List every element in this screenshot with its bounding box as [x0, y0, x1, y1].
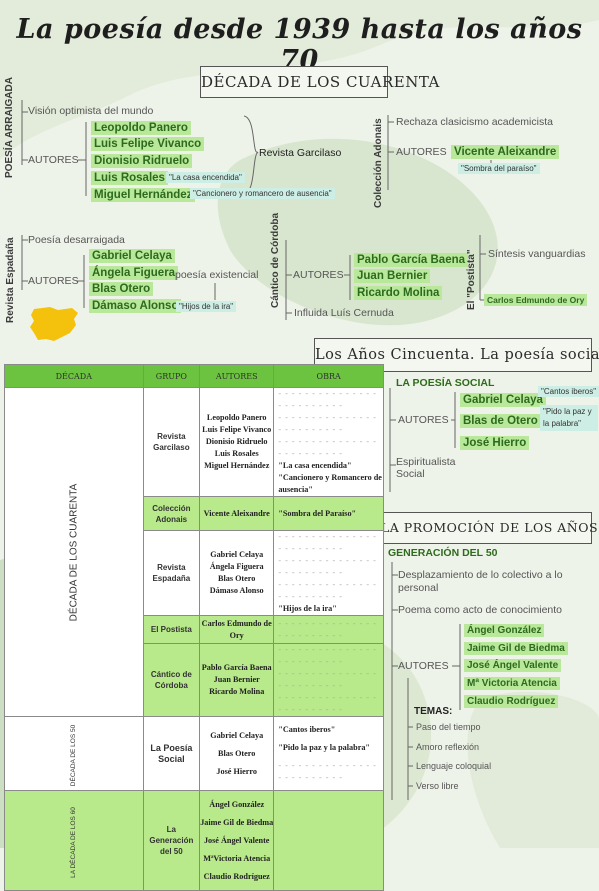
author-ricardo-molina: Ricardo Molina	[354, 286, 443, 300]
work-hijos-ira: "Hijos de la ira"	[176, 301, 237, 312]
cantico-influida: Influida Luís Cernuda	[294, 307, 394, 319]
label-cantico-cordoba: Cántico de Córdoba	[270, 212, 281, 308]
author-luis-felipe-vivanco: Luis Felipe Vivanco	[91, 137, 205, 151]
adonais-autores-label: AUTORES	[396, 146, 447, 158]
tema-verso-libre: Verso libre	[416, 781, 459, 791]
section-header-sesenta: LA PROMOCIÓN DE LOS AÑOS 60	[380, 512, 599, 544]
section-header-cuarenta: DÉCADA DE LOS CUARENTA	[200, 66, 439, 98]
works-cell-cantico: - - - - - - - - - - - - - - - - - - - - …	[273, 643, 384, 717]
table-row: Revista Espadaña Gabriel Celaya Ángela F…	[4, 530, 384, 616]
author-gabriel-celaya: Gabriel Celaya	[89, 249, 175, 263]
table-header-obra: OBRA	[273, 364, 384, 388]
label-revista-espadana: Revista Espadaña	[5, 237, 16, 323]
page-title: La poesía desde 1939 hasta los años 70	[16, 14, 583, 76]
work-casa-encendida: "La casa encendida"	[166, 172, 245, 183]
author-miguel-hernandez: Miguel Hernández	[91, 188, 196, 202]
adonais-rechaza: Rechaza clasicismo academicista	[396, 116, 553, 128]
works-cell-garcilaso: - - - - - - - - - - - - - - - - - - - - …	[273, 387, 384, 497]
authors-cell-adonais: Vicente Aleixandre	[199, 496, 275, 531]
tema-paso-tiempo: Paso del tiempo	[416, 722, 481, 732]
author-luis-rosales: Luis Rosales	[91, 171, 168, 185]
label-postista: El "Postista"	[466, 249, 477, 310]
author-juan-bernier: Juan Bernier	[354, 269, 431, 283]
work-cancionero: "Cancionero y romancero de ausencia"	[190, 188, 335, 199]
gen-author-claudio-rodriguez: Claudio Rodríguez	[464, 695, 559, 708]
social-author-blas-otero: Blas de Otero	[460, 414, 541, 428]
author-angela-figuera: Ángela Figuera	[89, 266, 179, 280]
gen-author-jose-angel-valente: José Ángel Valente	[464, 659, 562, 672]
table-header-autores: AUTORES	[199, 364, 275, 388]
table-header-decada: DÉCADA	[4, 364, 144, 388]
summary-table: DÉCADA GRUPO AUTORES OBRA DÉCADA DE LOS …	[4, 364, 384, 891]
label-coleccion-adonais: Colección Adonais	[373, 118, 384, 208]
espadana-desarraigada: Poesía desarraigada	[28, 234, 125, 246]
postismo-sintesis: Síntesis vanguardias	[488, 248, 586, 260]
gen-author-jaime-gil-biedma: Jaime Gil de Biedma	[464, 642, 568, 655]
author-blas-otero: Blas Otero	[89, 282, 154, 296]
poesia-existencial: poesía existencial	[175, 269, 259, 281]
authors-cell-generacion: Ángel González Jaime Gil de Biedma José …	[199, 790, 275, 891]
works-cell-adonais: "Sombra del Paraíso"	[273, 496, 384, 531]
author-vicente-aleixandre: Vicente Aleixandre	[451, 145, 560, 159]
authors-cell-garcilaso: Leopoldo Panero Luis Felipe Vivanco Dion…	[199, 387, 275, 497]
temas-label: TEMAS:	[414, 706, 453, 717]
revista-garcilaso-label: Revista Garcilaso	[259, 147, 342, 159]
poesia-social-heading: LA POESÍA SOCIAL	[396, 377, 495, 389]
cantico-autores-label: AUTORES	[293, 269, 344, 281]
group-cell-garcilaso: Revista Garcilaso	[142, 387, 201, 497]
decade-cell-cuarenta: DÉCADA DE LOS CUARENTA	[4, 387, 144, 717]
social-autores-label: AUTORES	[398, 414, 449, 426]
generacion-desplazamiento: Desplazamiento de lo colectivo a lo pers…	[398, 569, 563, 594]
table-row: DÉCADA DE LOS 50 La Poesía Social Gabrie…	[4, 716, 384, 791]
tema-amoro-reflexion: Amoro reflexión	[416, 742, 480, 752]
generacion-heading: GENERACIÓN DEL 50	[388, 547, 498, 559]
work-sombra-paraiso: "Sombra del paraíso"	[458, 163, 540, 174]
author-dionisio-ridruelo: Dionisio Ridruelo	[91, 154, 193, 168]
table-row: LA DÉCADA DE LOS 60 La Generación del 50…	[4, 790, 384, 891]
group-cell-social: La Poesía Social	[142, 716, 201, 791]
authors-cell-cantico: Pablo García Baena Juan Bernier Ricardo …	[199, 643, 275, 717]
social-social: Social	[396, 468, 425, 480]
section-header-cincuenta: Los Años Cincuenta. La poesía social	[314, 338, 599, 372]
connector-lines	[21, 100, 492, 800]
table-row: Cántico de Córdoba Pablo García Baena Ju…	[4, 643, 384, 717]
work-pido-paz: "Pido la paz y la palabra"	[540, 405, 598, 431]
author-carlos-edmundo-ory: Carlos Edmundo de Ory	[484, 294, 588, 306]
authors-cell-espadana: Gabriel Celaya Ángela Figuera Blas Otero…	[199, 530, 275, 616]
group-cell-postista: El Postista	[142, 615, 201, 644]
group-cell-cantico: Cántico de Córdoba	[142, 643, 201, 717]
table-header-grupo: GRUPO	[142, 364, 201, 388]
gen-author-angel-gonzalez: Ángel González	[464, 624, 545, 637]
author-leopoldo-panero: Leopoldo Panero	[91, 121, 191, 135]
table-row: DÉCADA DE LOS CUARENTA Revista Garcilaso…	[4, 387, 384, 717]
spain-map-icon	[30, 307, 78, 341]
espadana-autores-label: AUTORES	[28, 275, 79, 287]
decade-cell-50: DÉCADA DE LOS 50	[4, 716, 144, 791]
label-poesia-arraigada: POESÍA ARRAIGADA	[4, 77, 15, 178]
arraigada-vision: Visión optimista del mundo	[28, 105, 154, 117]
author-damaso-alonso: Dámaso Alonso	[89, 299, 182, 313]
works-cell-espadana: - - - - - - - - - - - - - - - - - - - - …	[273, 530, 384, 616]
group-cell-espadana: Revista Espadaña	[142, 530, 201, 616]
works-cell-generacion	[273, 790, 384, 891]
decade-cell-60: LA DÉCADA DE LOS 60	[4, 790, 144, 891]
generacion-poema: Poema como acto de conocimiento	[398, 604, 563, 616]
works-cell-postista: - - - - - - - - - - - - - - - - - - - - …	[273, 615, 384, 644]
works-cell-social: "Cantos iberos" "Pido la paz y la palabr…	[273, 716, 384, 791]
group-cell-generacion: La Generación del 50	[142, 790, 201, 891]
gen-author-maria-victoria-atencia: Mª Victoria Atencia	[464, 677, 560, 690]
tema-lenguaje-coloquial: Lenguaje coloquial	[416, 761, 492, 771]
work-cantos-iberos: "Cantos iberos"	[538, 386, 599, 397]
social-author-gabriel-celaya: Gabriel Celaya	[460, 393, 546, 407]
social-espiritualista: Espiritualista	[396, 456, 456, 468]
group-cell-adonais: Colección Adonais	[142, 496, 201, 531]
social-author-jose-hierro: José Hierro	[460, 436, 530, 450]
arraigada-autores-label: AUTORES	[28, 154, 79, 166]
authors-cell-social: Gabriel Celaya Blas Otero José Hierro	[199, 716, 275, 791]
author-pablo-garcia-baena: Pablo García Baena	[354, 253, 469, 267]
generacion-autores-label: AUTORES	[398, 660, 449, 672]
authors-cell-postista: Carlos Edmundo de Ory	[199, 615, 275, 644]
